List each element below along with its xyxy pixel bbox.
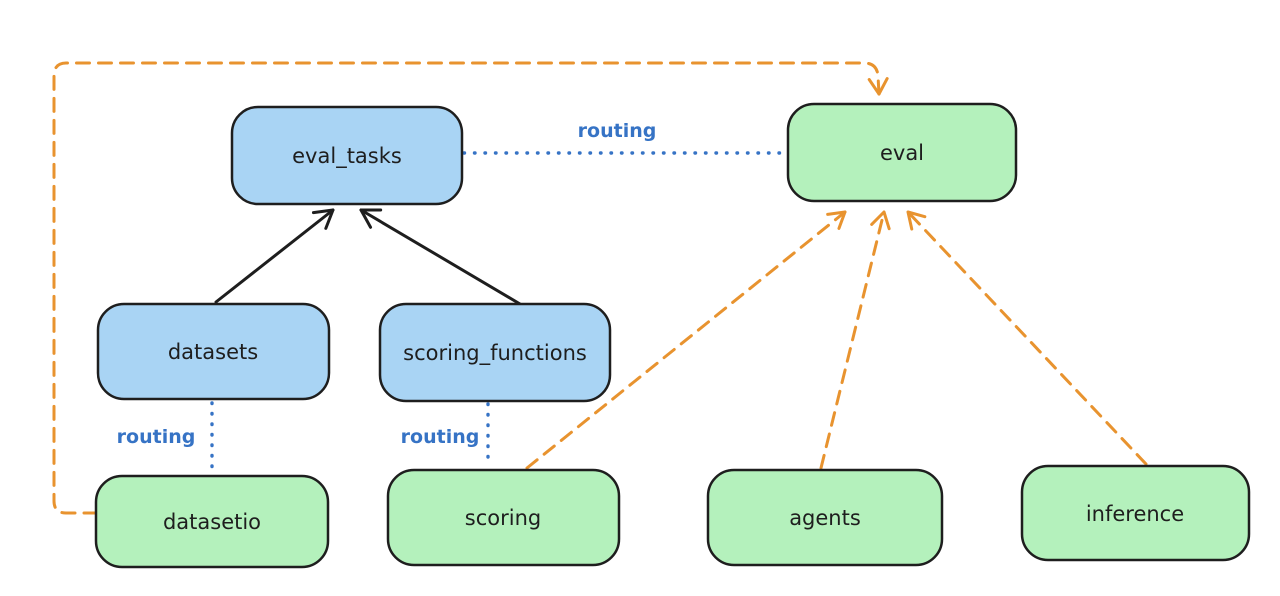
node-eval[interactable]: eval: [786, 102, 1018, 203]
edge-inference-to-eval[interactable]: [906, 210, 1148, 466]
node-eval-tasks-shape: [230, 105, 464, 206]
node-eval-tasks-label: eval_tasks: [292, 144, 402, 169]
node-datasetio-label: datasetio: [163, 510, 261, 534]
node-eval-shape: [786, 102, 1018, 203]
node-datasetio-shape: [94, 474, 330, 569]
node-inference-label: inference: [1086, 502, 1184, 526]
edge-datasetio-to-eval[interactable]: [52, 61, 889, 515]
node-agents-shape: [706, 468, 944, 567]
node-scoring[interactable]: scoring: [386, 468, 621, 567]
node-scoring-label: scoring: [465, 506, 541, 530]
edge-datasets-to-eval-tasks[interactable]: [214, 208, 335, 304]
node-scoring-functions-label: scoring_functions: [403, 341, 587, 366]
routing-label-scoring: routing: [401, 426, 480, 448]
node-eval-label: eval: [880, 141, 924, 165]
node-inference[interactable]: inference: [1020, 464, 1251, 562]
edge-agents-to-eval[interactable]: [819, 210, 891, 470]
node-datasets[interactable]: datasets: [96, 302, 331, 401]
edge-scoring-functions-to-eval-tasks[interactable]: [359, 208, 522, 306]
node-eval-tasks[interactable]: eval_tasks: [230, 105, 464, 206]
node-scoring-functions-shape: [378, 302, 612, 403]
node-datasets-label: datasets: [168, 340, 258, 364]
node-agents[interactable]: agents: [706, 468, 944, 567]
routing-label-top: routing: [578, 120, 657, 142]
node-datasets-shape: [96, 302, 331, 401]
node-datasetio[interactable]: datasetio: [94, 474, 330, 569]
node-scoring-functions[interactable]: scoring_functions: [378, 302, 612, 403]
node-agents-label: agents: [789, 506, 861, 530]
node-inference-shape: [1020, 464, 1251, 562]
edge-scoring-to-eval[interactable]: [525, 210, 847, 470]
node-scoring-shape: [386, 468, 621, 567]
routing-label-datasetio: routing: [117, 426, 196, 448]
